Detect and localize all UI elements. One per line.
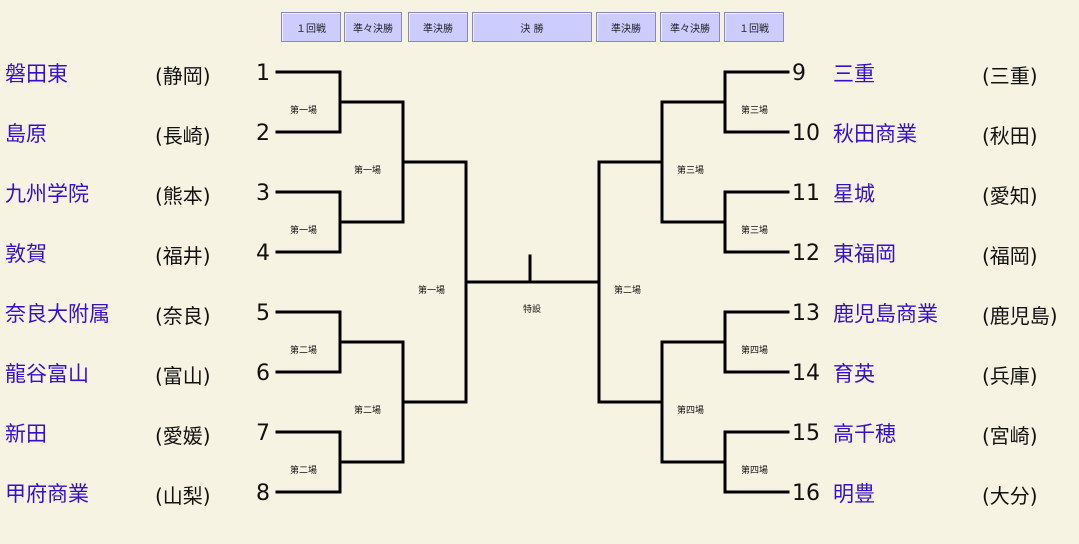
bracket-line-right-qf-1	[660, 100, 727, 224]
team-prefecture-right-13: (鹿児島)	[982, 304, 1058, 328]
round-tab-semifinal-right[interactable]: 準決勝	[596, 12, 656, 42]
team-prefecture-left-3: (熊本)	[155, 184, 211, 208]
round-tab-final[interactable]: 決 勝	[472, 12, 592, 42]
team-name-right-9[interactable]: 三重	[833, 62, 875, 86]
team-name-right-15[interactable]: 高千穂	[833, 422, 896, 446]
team-prefecture-right-14: (兵庫)	[982, 364, 1038, 388]
bracket-line-left-r1-4	[275, 430, 342, 494]
venue-label-right-qf-1: 第三場	[677, 166, 705, 176]
bracket-line-left-sf	[401, 160, 468, 404]
seed-number-left-6: 6	[256, 361, 270, 386]
venue-label-left-r1-1: 第一場	[290, 106, 318, 116]
seed-number-right-15: 15	[792, 421, 820, 446]
venue-label-right-r1-2: 第三場	[741, 226, 769, 236]
venue-label-left-r1-2: 第一場	[290, 226, 318, 236]
bracket-line-right-r1-2	[723, 190, 790, 254]
team-name-right-14[interactable]: 育英	[833, 362, 875, 386]
seed-number-left-5: 5	[256, 301, 270, 326]
team-prefecture-right-9: (三重)	[982, 64, 1038, 88]
bracket-line-right-r1-4	[723, 430, 790, 494]
team-prefecture-right-16: (大分)	[982, 484, 1038, 508]
round-tab-first-round-right[interactable]: １回戦	[724, 12, 784, 42]
team-name-left-2[interactable]: 島原	[5, 122, 47, 146]
team-prefecture-right-10: (秋田)	[982, 124, 1038, 148]
team-name-right-12[interactable]: 東福岡	[833, 242, 896, 266]
bracket-line-right-sf	[597, 160, 664, 404]
venue-label-right-r1-1: 第三場	[741, 106, 769, 116]
venue-label-left-sf: 第一場	[418, 286, 446, 296]
bracket-line-left-qf-2	[338, 340, 405, 464]
venue-label-final: 特設	[523, 305, 542, 315]
team-name-left-8[interactable]: 甲府商業	[5, 482, 89, 506]
venue-label-left-qf-1: 第一場	[354, 166, 382, 176]
seed-number-left-2: 2	[256, 121, 270, 146]
bracket-line-left-qf-1	[338, 100, 405, 224]
venue-label-left-r1-3: 第二場	[290, 346, 318, 356]
venue-label-right-r1-4: 第四場	[741, 466, 769, 476]
bracket-line-right-r1-1	[723, 70, 790, 134]
team-name-right-16[interactable]: 明豊	[833, 482, 875, 506]
seed-number-right-9: 9	[792, 61, 806, 86]
seed-number-left-4: 4	[256, 241, 270, 266]
round-tab-quarterfinal-right[interactable]: 準々決勝	[660, 12, 720, 42]
team-prefecture-right-15: (宮崎)	[982, 424, 1038, 448]
seed-number-right-13: 13	[792, 301, 820, 326]
team-name-right-10[interactable]: 秋田商業	[833, 122, 917, 146]
team-prefecture-left-2: (長崎)	[155, 124, 211, 148]
team-name-left-6[interactable]: 龍谷富山	[5, 362, 89, 386]
bracket-line-left-r1-1	[275, 70, 342, 134]
seed-number-left-1: 1	[256, 61, 270, 86]
team-prefecture-right-12: (福岡)	[982, 244, 1038, 268]
round-tab-first-round-left[interactable]: １回戦	[281, 12, 341, 42]
bracket-line-right-qf-2	[660, 340, 727, 464]
team-prefecture-left-5: (奈良)	[155, 304, 211, 328]
team-prefecture-left-7: (愛媛)	[155, 424, 211, 448]
seed-number-right-16: 16	[792, 481, 820, 506]
team-name-left-4[interactable]: 敦賀	[5, 242, 47, 266]
team-name-left-7[interactable]: 新田	[5, 422, 47, 446]
seed-number-right-10: 10	[792, 121, 820, 146]
seed-number-right-12: 12	[792, 241, 820, 266]
bracket-line-left-r1-3	[275, 310, 342, 374]
team-name-right-13[interactable]: 鹿児島商業	[833, 302, 938, 326]
team-name-left-3[interactable]: 九州学院	[5, 182, 89, 206]
round-tab-semifinal-left[interactable]: 準決勝	[408, 12, 468, 42]
venue-label-left-r1-4: 第二場	[290, 466, 318, 476]
team-prefecture-right-11: (愛知)	[982, 184, 1038, 208]
team-prefecture-left-8: (山梨)	[155, 484, 211, 508]
team-name-left-5[interactable]: 奈良大附属	[5, 302, 110, 326]
seed-number-left-3: 3	[256, 181, 270, 206]
venue-label-right-qf-2: 第四場	[677, 406, 705, 416]
seed-number-left-7: 7	[256, 421, 270, 446]
team-name-left-1[interactable]: 磐田東	[5, 62, 68, 86]
bracket-line-right-r1-3	[723, 310, 790, 374]
seed-number-right-14: 14	[792, 361, 820, 386]
team-prefecture-left-4: (福井)	[155, 244, 211, 268]
seed-number-right-11: 11	[792, 181, 820, 206]
venue-label-right-sf: 第二場	[614, 286, 642, 296]
round-tab-quarterfinal-left[interactable]: 準々決勝	[344, 12, 402, 42]
team-prefecture-left-6: (富山)	[155, 364, 211, 388]
bracket-line-left-r1-2	[275, 190, 342, 254]
venue-label-left-qf-2: 第二場	[354, 406, 382, 416]
venue-label-right-r1-3: 第四場	[741, 346, 769, 356]
seed-number-left-8: 8	[256, 481, 270, 506]
team-prefecture-left-1: (静岡)	[155, 64, 211, 88]
team-name-right-11[interactable]: 星城	[833, 182, 875, 206]
